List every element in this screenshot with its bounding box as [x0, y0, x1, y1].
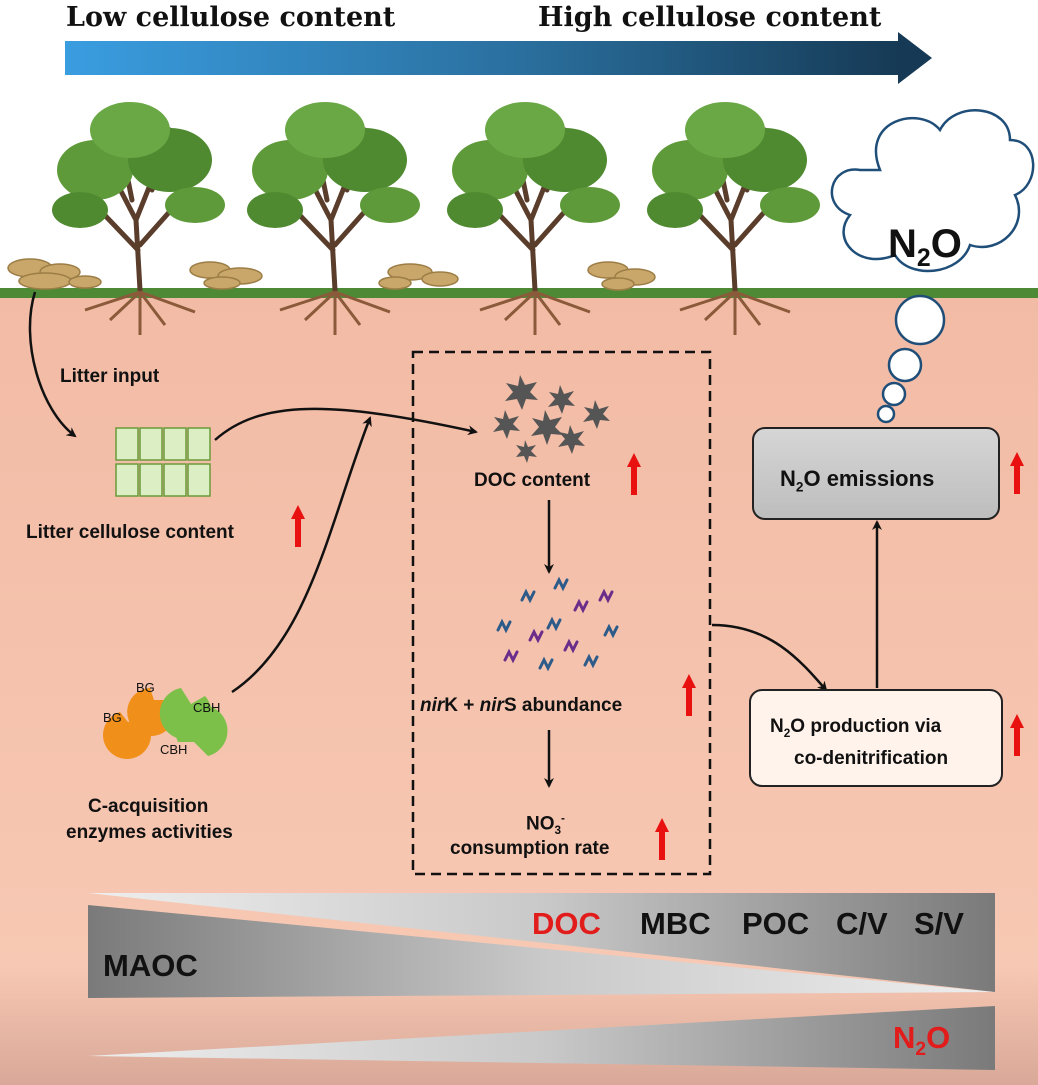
n2o-cloud	[830, 109, 1035, 424]
no3-label: NO3-	[526, 812, 565, 838]
enzyme-cbh-label: CBH	[193, 700, 221, 715]
enzymes-label-line1: C-acquisition	[88, 796, 209, 817]
production-box-bg	[749, 689, 1003, 787]
wedge-maoc	[88, 905, 995, 998]
n2o-bottom-label: N2O	[893, 1020, 951, 1061]
tea-trees	[52, 102, 820, 335]
wedge-n2o	[88, 1006, 995, 1070]
consumption-rate-label: consumption rate	[450, 838, 610, 859]
tea-tree-2	[247, 102, 420, 335]
wedge-doc-group	[88, 893, 995, 992]
low-cellulose-label: Low cellulose content	[66, 2, 396, 33]
cellulose-cells-icon	[115, 427, 211, 497]
maoc-label: MAOC	[103, 948, 198, 983]
tea-tree-3	[447, 102, 620, 335]
doc-content-label: DOC content	[474, 470, 591, 491]
mechanism-box	[411, 350, 712, 876]
high-cellulose-label: High cellulose content	[538, 2, 882, 33]
litter-input-label: Litter input	[60, 366, 160, 387]
enzyme-cbh-label-2: CBH	[160, 742, 188, 757]
cellulose-gradient-arrow	[65, 32, 932, 84]
doc-label: DOC	[532, 906, 601, 941]
enzymes-label-line2: enzymes activities	[66, 822, 233, 843]
cv-label: C/V	[836, 906, 888, 941]
tea-tree-1	[52, 102, 225, 335]
n2o-emissions-label: N2O emissions	[780, 466, 935, 495]
nir-abundance-label: nirK + nirS abundance	[420, 695, 623, 716]
co-denitrification-label: co-denitrification	[794, 748, 949, 769]
n2o-production-label: N2O production via	[770, 716, 942, 740]
grass-line	[0, 288, 1038, 298]
emissions-box-bg	[752, 427, 1000, 520]
enzymes-icon	[103, 688, 228, 759]
poc-label: POC	[742, 906, 810, 941]
doc-particles-icon	[493, 375, 610, 463]
cloud-n2o-label: N2O	[888, 222, 962, 272]
nir-genes-icon	[496, 576, 619, 672]
mbc-label: MBC	[640, 906, 711, 941]
sv-label: S/V	[914, 906, 964, 941]
litter-cellulose-label: Litter cellulose content	[26, 522, 234, 543]
flow-arrows	[28, 291, 882, 788]
enzyme-bg-label-2: BG	[103, 710, 122, 725]
enzyme-bg-label: BG	[136, 680, 155, 695]
litter-piles	[7, 258, 656, 291]
tea-tree-4	[647, 102, 820, 335]
